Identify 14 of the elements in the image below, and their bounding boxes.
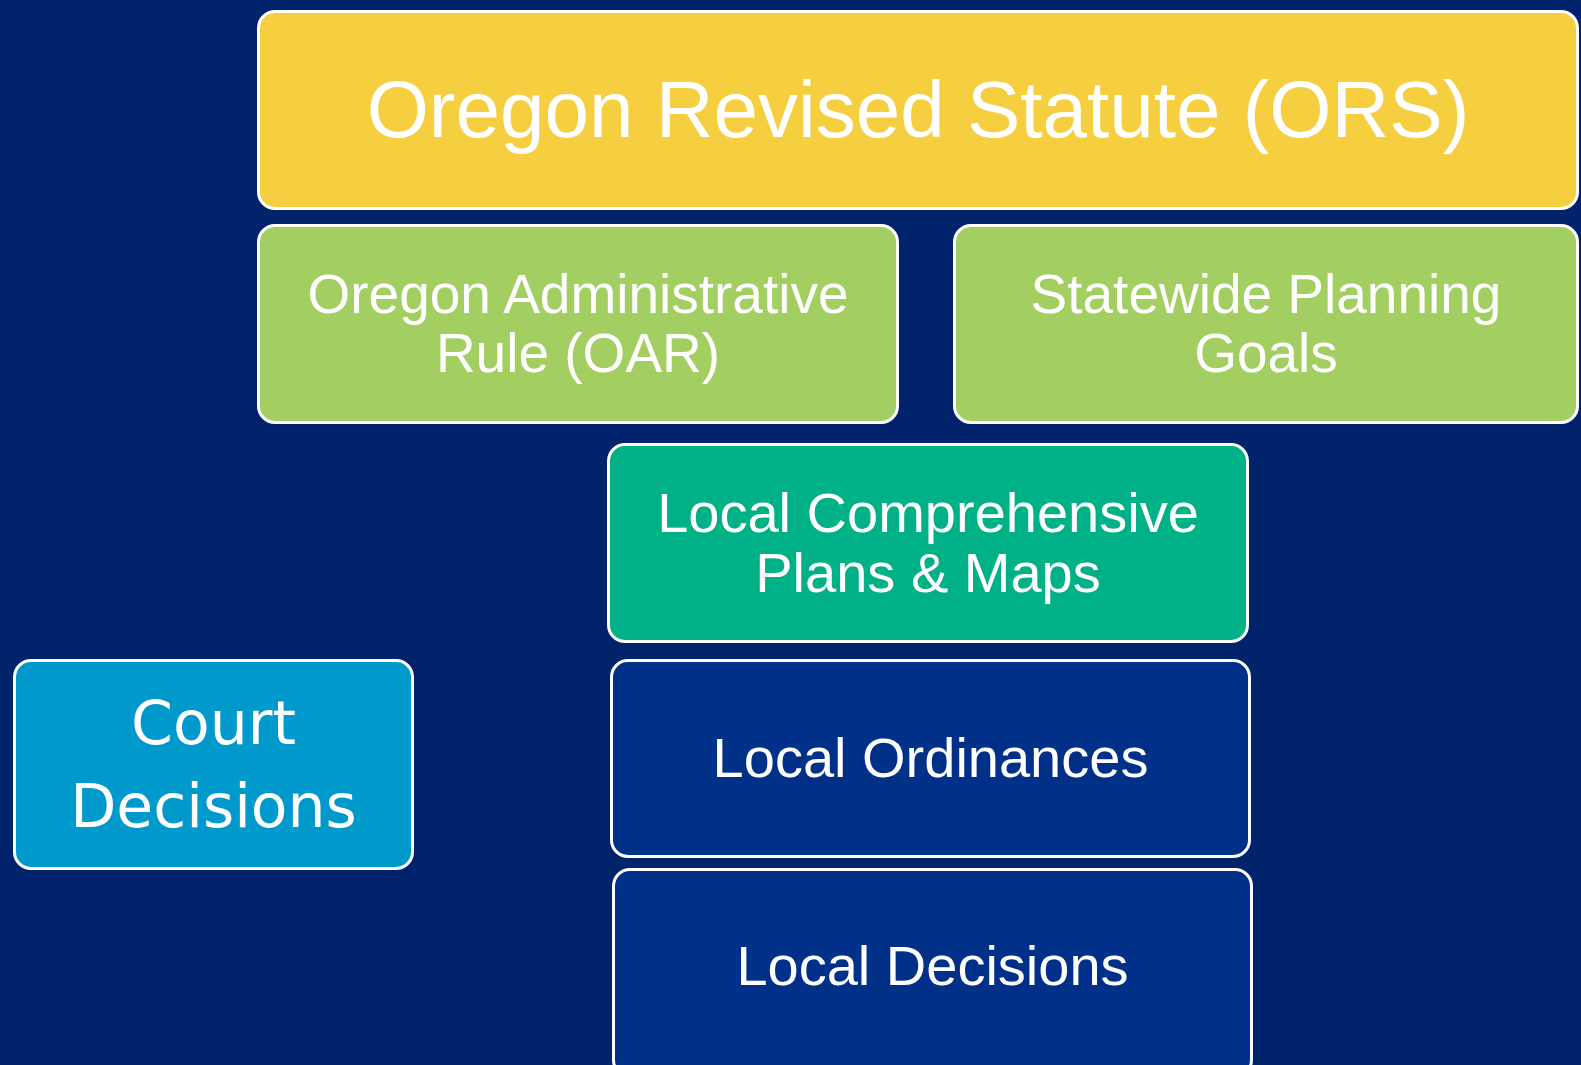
process-box [612, 868, 1253, 1065]
box-label: Oregon Revised Statute (ORS) [366, 66, 1470, 154]
box-label: Local Ordinances [712, 728, 1149, 789]
process-box [257, 10, 1579, 210]
box-label: Statewide Planning Goals [1029, 264, 1503, 384]
box-label: Oregon Administrative Rule (OAR) [306, 264, 850, 384]
process-box [610, 659, 1251, 858]
process-box [13, 659, 414, 870]
process-box [953, 224, 1579, 424]
process-box [607, 443, 1249, 643]
box-label: Court Decisions [69, 686, 358, 843]
box-label: Local Comprehensive Plans & Maps [656, 482, 1200, 604]
process-box [257, 224, 899, 424]
box-label: Local Decisions [736, 935, 1129, 997]
